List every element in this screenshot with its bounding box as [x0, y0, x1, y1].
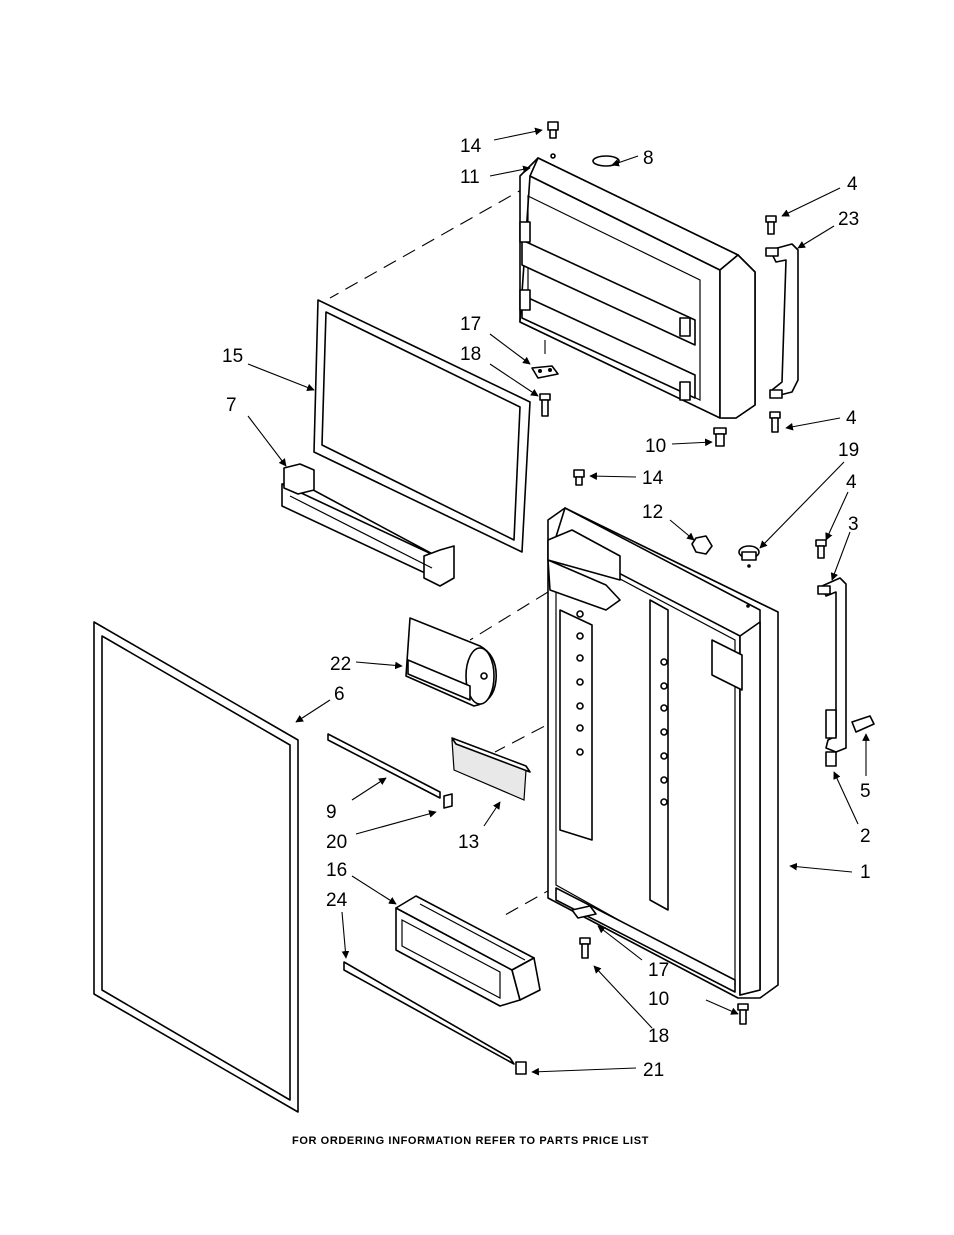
callout-23: 23: [838, 209, 859, 230]
callout-6: 6: [334, 684, 345, 705]
utility-compartment-door: [452, 738, 530, 800]
callout-19: 19: [838, 440, 859, 461]
upper-hinge-pin: [548, 122, 558, 158]
callout-7: 7: [226, 395, 237, 416]
callout-17-upper: 17: [460, 314, 481, 335]
ordering-info-note: FOR ORDERING INFORMATION REFER TO PARTS …: [292, 1135, 649, 1147]
callout-24: 24: [326, 890, 348, 911]
callout-10-lower: 10: [648, 989, 669, 1010]
callout-4-middle: 4: [846, 408, 857, 429]
fresh-food-door-liner: [548, 508, 778, 998]
upper-door-stop-and-screw: [532, 366, 558, 416]
callout-21: 21: [643, 1060, 664, 1081]
fresh-food-door-handle: [818, 578, 846, 752]
callout-17-lower: 17: [648, 960, 669, 981]
callout-20: 20: [326, 832, 347, 853]
callout-11: 11: [460, 167, 480, 188]
callout-16: 16: [326, 860, 347, 881]
callout-12: 12: [642, 502, 663, 523]
door-shelf-bin: [396, 896, 540, 1006]
callout-18-lower: 18: [648, 1026, 669, 1047]
callout-3: 3: [848, 514, 859, 535]
callout-22: 22: [330, 654, 351, 675]
callout-14-lower: 14: [642, 468, 664, 489]
callout-13: 13: [458, 832, 479, 853]
freezer-door-liner: [520, 158, 755, 418]
freezer-door-handle: [766, 244, 798, 398]
door-hinge-cap: [692, 536, 712, 554]
callout-2: 2: [860, 826, 871, 847]
callout-14-upper: 14: [460, 136, 482, 157]
callout-8: 8: [643, 148, 654, 169]
door-plug-button: [739, 546, 759, 568]
callout-18-upper: 18: [460, 344, 481, 365]
fresh-food-door-gasket: [94, 622, 298, 1112]
callout-4-lower: 4: [846, 472, 857, 493]
callout-4-top: 4: [847, 174, 858, 195]
dairy-compartment-door: [406, 618, 496, 706]
callout-10-upper: 10: [645, 436, 666, 457]
callout-9: 9: [326, 802, 337, 823]
callout-15: 15: [222, 346, 243, 367]
callout-1: 1: [860, 862, 871, 883]
lower-hinge-pin: [574, 470, 584, 485]
callout-5: 5: [860, 781, 871, 802]
upper-screw: [714, 428, 726, 446]
shelf-trim-strip: [328, 734, 452, 808]
